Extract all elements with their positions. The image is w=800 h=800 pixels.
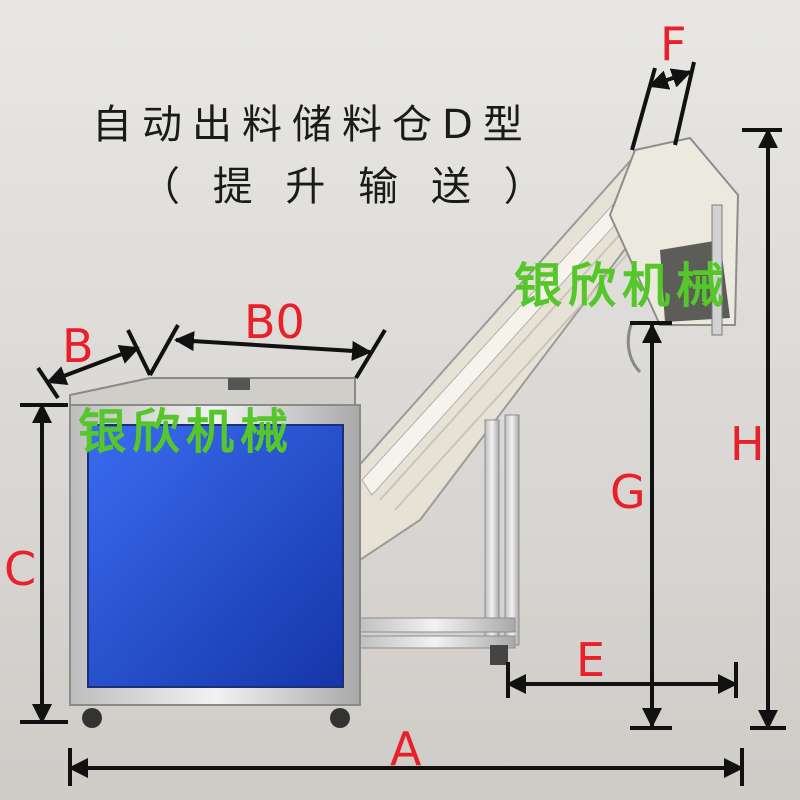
dim-label-c: C bbox=[4, 542, 36, 596]
dim-line-b0 bbox=[174, 331, 372, 361]
caster-wheel-left bbox=[82, 708, 102, 728]
conveyor-support-frame bbox=[354, 414, 520, 665]
watermark-left: 银欣机械 bbox=[78, 404, 294, 460]
dim-label-e: E bbox=[576, 633, 605, 687]
dim-label-f: F bbox=[660, 17, 686, 71]
diagram-subtitle: （ 提 升 输 送 ） bbox=[140, 164, 554, 210]
caster-wheel-right bbox=[330, 708, 350, 728]
dimension-lines bbox=[20, 61, 786, 786]
dim-line-b bbox=[46, 345, 140, 385]
dim-label-a: A bbox=[390, 722, 422, 776]
dim-label-h: H bbox=[730, 417, 765, 471]
dim-line-f bbox=[648, 68, 692, 90]
blue-side-panel bbox=[87, 424, 344, 688]
conveyor-head bbox=[608, 136, 740, 374]
dim-label-b: B bbox=[62, 319, 94, 373]
watermark-right: 银欣机械 bbox=[514, 258, 730, 314]
dim-label-g: G bbox=[610, 465, 646, 519]
diagram-title: 自动出料储料仓D型 bbox=[92, 102, 533, 148]
storage-bin bbox=[69, 377, 361, 728]
incline-conveyor bbox=[353, 149, 703, 562]
dim-label-b0: B0 bbox=[244, 295, 305, 349]
